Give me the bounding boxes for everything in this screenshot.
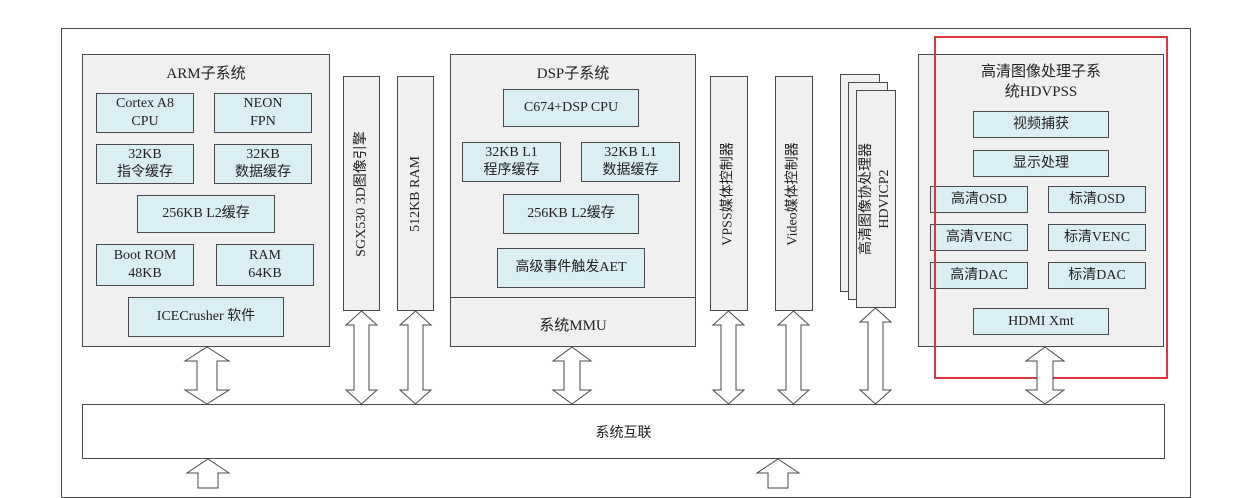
data-cache: 32KB 数据缓存 [214,144,312,184]
display-processing: 显示处理 [973,150,1109,177]
hdvicp2-label-line2: HDVICP2 [877,169,892,229]
vpss-controller: VPSS媒体控制器 [710,76,748,311]
arrow-dsp-bus [551,346,593,405]
boot-rom: Boot ROM 48KB [96,244,194,286]
hdmi-xmt: HDMI Xmt [973,308,1109,335]
dsp-aet: 高级事件触发AET [497,248,645,288]
ram-512kb-label: 512KB RAM [407,155,423,232]
sgx530-label: SGX530 3D图像引擎 [353,130,369,257]
hdvicp2-label: 高清图像协处理器 HDVICP2 [858,143,894,255]
video-capture: 视频捕获 [973,111,1109,138]
sd-osd: 标清OSD [1048,186,1146,213]
arrow-vpss-bus [711,310,746,405]
hdvpss-title: 高清图像处理子系 统HDVPSS [980,64,1101,100]
system-interconnect-label: 系统互联 [595,425,652,441]
arrow-arm-bus [183,346,231,405]
dsp-cpu: C674+DSP CPU [503,89,639,127]
video-controller-label: Video媒体控制器 [786,141,801,246]
arm-l2-cache: 256KB L2缓存 [137,195,275,233]
icecrusher: ICECrusher 软件 [128,297,284,337]
arrow-hdvpss-bus [1024,346,1066,405]
ram-512kb: 512KB RAM [397,76,434,311]
arrow-bottom-left [185,458,231,489]
hd-venc: 高清VENC [930,224,1028,251]
system-interconnect: 系统互联 [82,404,1165,459]
video-controller: Video媒体控制器 [775,76,813,311]
dsp-l2-cache: 256KB L2缓存 [503,194,639,234]
sd-dac: 标清DAC [1048,262,1146,289]
arm-ram: RAM 64KB [216,244,314,286]
hdvicp2-label-line1: 高清图像协处理器 [859,143,874,255]
dsp-title: DSP子系统 [536,66,610,82]
highlight-box [934,36,1168,379]
vpss-controller-label: VPSS媒体控制器 [721,141,736,246]
hd-dac: 高清DAC [930,262,1028,289]
dsp-l1-program-cache: 32KB L1 程序缓存 [462,142,561,182]
arrow-hdvicp-bus [858,307,893,405]
arrow-video-bus [776,310,811,405]
arrow-sgx-bus [344,310,379,405]
arrow-ram-bus [398,310,433,405]
instruction-cache: 32KB 指令缓存 [96,144,194,184]
dsp-mmu-divider [450,297,696,298]
sd-venc: 标清VENC [1048,224,1146,251]
neon-fpn: NEON FPN [214,93,312,133]
arm-title: ARM子系统 [166,66,246,82]
system-mmu: 系统MMU [539,318,607,334]
cortex-a8-cpu: Cortex A8 CPU [96,93,194,133]
sgx530-engine: SGX530 3D图像引擎 [343,76,380,311]
dsp-l1-data-cache: 32KB L1 数据缓存 [581,142,680,182]
hdvicp2: 高清图像协处理器 HDVICP2 [856,90,896,308]
arrow-bottom-right [755,458,801,489]
hd-osd: 高清OSD [930,186,1028,213]
